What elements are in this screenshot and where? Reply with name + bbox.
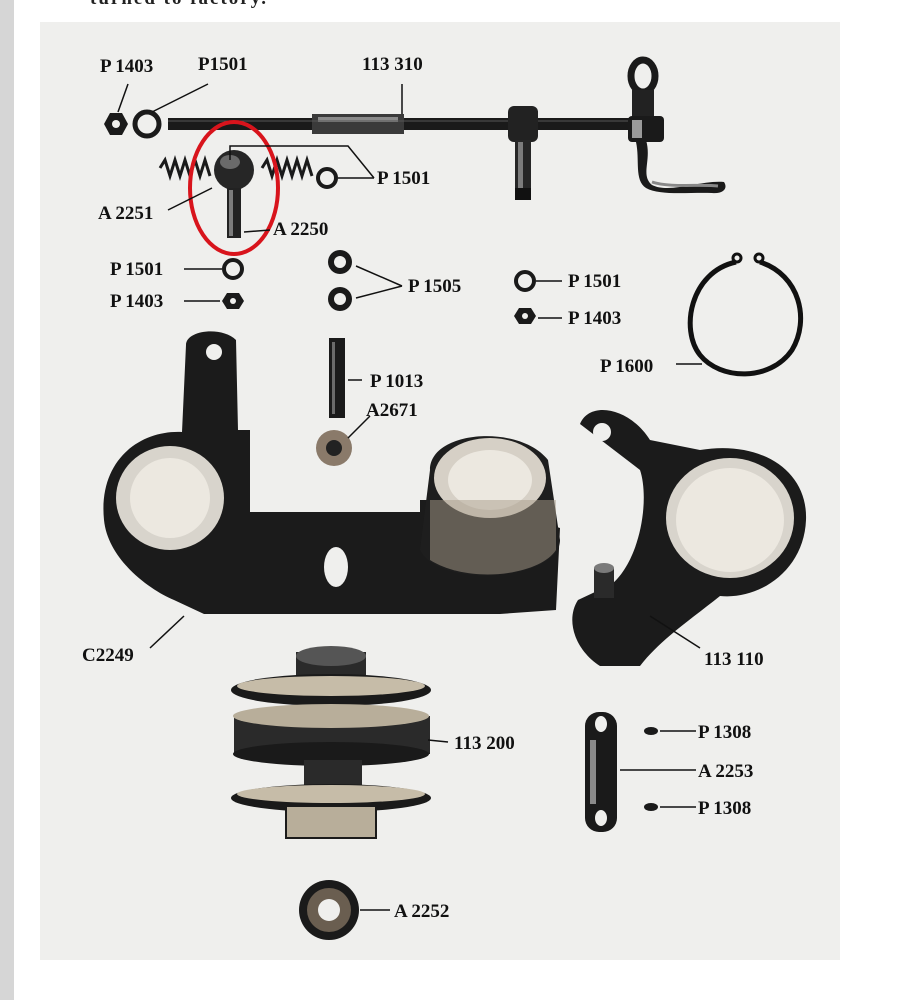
label-p1501-right: P 1501 xyxy=(377,168,430,189)
part-a2250-pivot-pin xyxy=(214,150,254,238)
part-p1308-bottom-pin xyxy=(644,803,658,811)
label-p1308-bottom: P 1308 xyxy=(698,798,751,819)
label-a2253: A 2253 xyxy=(698,761,753,782)
part-p1013-pin xyxy=(329,338,345,418)
label-a2671: A2671 xyxy=(366,400,418,421)
label-p1501-left: P 1501 xyxy=(110,259,163,280)
label-p1600: P 1600 xyxy=(600,356,653,377)
part-a2671-bushing xyxy=(316,430,352,466)
label-p1403-left: P 1403 xyxy=(110,291,163,312)
label-a2250: A 2250 xyxy=(273,219,328,240)
part-p1501-left-washer xyxy=(222,258,244,280)
label-113200: 113 200 xyxy=(454,733,515,754)
label-p1403-mid: P 1403 xyxy=(568,308,621,329)
red-highlight-circle xyxy=(188,120,280,256)
part-p1600-snap-ring xyxy=(687,252,804,377)
part-p1403-mid-nut xyxy=(514,308,536,324)
part-113110-arm xyxy=(572,410,807,666)
label-p1308-top: P 1308 xyxy=(698,722,751,743)
label-p1505: P 1505 xyxy=(408,276,461,297)
label-a2252: A 2252 xyxy=(394,901,449,922)
part-a2251-spring xyxy=(158,154,314,182)
label-p1501-mid: P 1501 xyxy=(568,271,621,292)
part-p1501-mid-washer xyxy=(514,270,536,292)
part-rod-block-and-stud xyxy=(508,106,538,200)
part-p1505-washers xyxy=(328,250,352,311)
part-p1308-top-pin xyxy=(644,727,658,735)
label-c2249: C2249 xyxy=(82,645,134,666)
label-p1501-top: P1501 xyxy=(198,54,248,75)
part-p1501-top-washer xyxy=(132,109,162,139)
part-t-handle-crank xyxy=(627,56,726,194)
leader-lines xyxy=(117,83,702,911)
part-a2253-link xyxy=(585,712,617,832)
label-p1403-top: P 1403 xyxy=(100,56,153,77)
label-p1013: P 1013 xyxy=(370,371,423,392)
part-p1403-top-nut xyxy=(104,113,128,135)
part-c2249-bracket xyxy=(103,331,560,614)
cropped-top-text: turned to factory. xyxy=(90,0,268,10)
part-p1501-right-washer xyxy=(316,167,338,189)
part-113200-pulley xyxy=(231,646,431,839)
viewer-left-margin xyxy=(0,0,14,1000)
label-113110: 113 110 xyxy=(704,649,764,670)
part-a2252-bushing xyxy=(299,880,359,940)
part-p1403-left-nut xyxy=(222,293,244,309)
label-a2251: A 2251 xyxy=(98,203,153,224)
label-113310: 113 310 xyxy=(362,54,423,75)
